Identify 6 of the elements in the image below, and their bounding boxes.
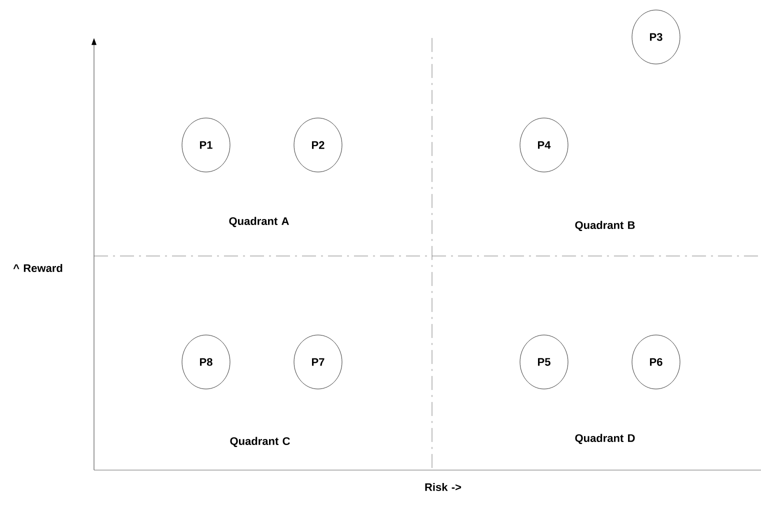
- quadrant-label: Quadrant D: [575, 434, 635, 444]
- axis-label: ^ Reward: [13, 264, 62, 272]
- axis-label: Risk ->: [425, 482, 462, 492]
- quadrant-label: Quadrant A: [229, 216, 289, 228]
- quadrant-label: Quadrant B: [575, 220, 635, 232]
- quadrant-label: Quadrant C: [230, 436, 290, 448]
